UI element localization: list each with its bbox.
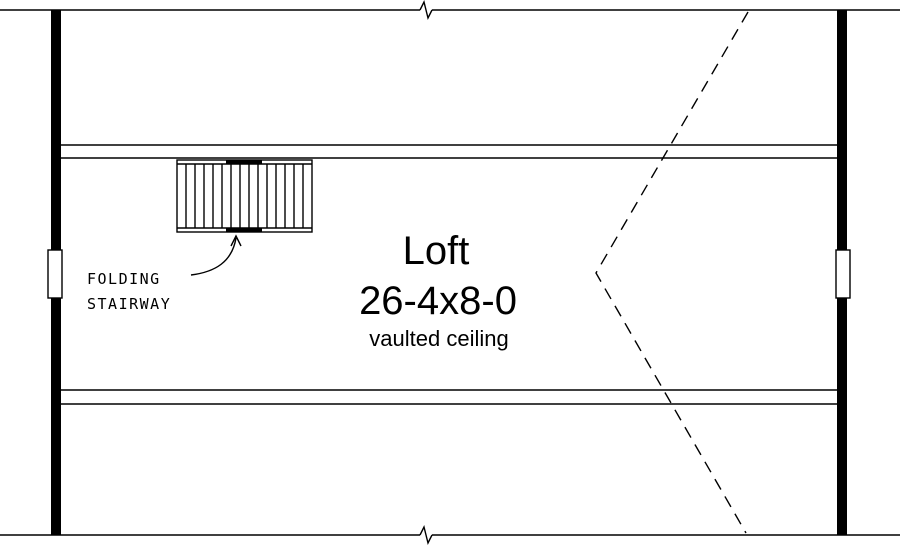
- room-title: Loft: [403, 229, 470, 273]
- room-note: vaulted ceiling: [369, 326, 508, 351]
- stair-treads: [185, 164, 304, 228]
- left-window: [47, 249, 63, 299]
- stairway-callout-arrow: [190, 234, 242, 276]
- upper-knee-wall: [61, 144, 837, 159]
- right-window: [835, 249, 851, 299]
- stair-callout-line1: FOLDING: [87, 270, 161, 288]
- lower-knee-wall: [61, 389, 837, 405]
- folding-stairway: [176, 159, 313, 233]
- room-dimensions: 26-4x8-0: [359, 279, 517, 323]
- stair-callout-line2: STAIRWAY: [87, 295, 171, 313]
- bottom-edge: [0, 524, 900, 546]
- roof-dashed-line: [595, 11, 749, 534]
- top-edge: [0, 0, 900, 21]
